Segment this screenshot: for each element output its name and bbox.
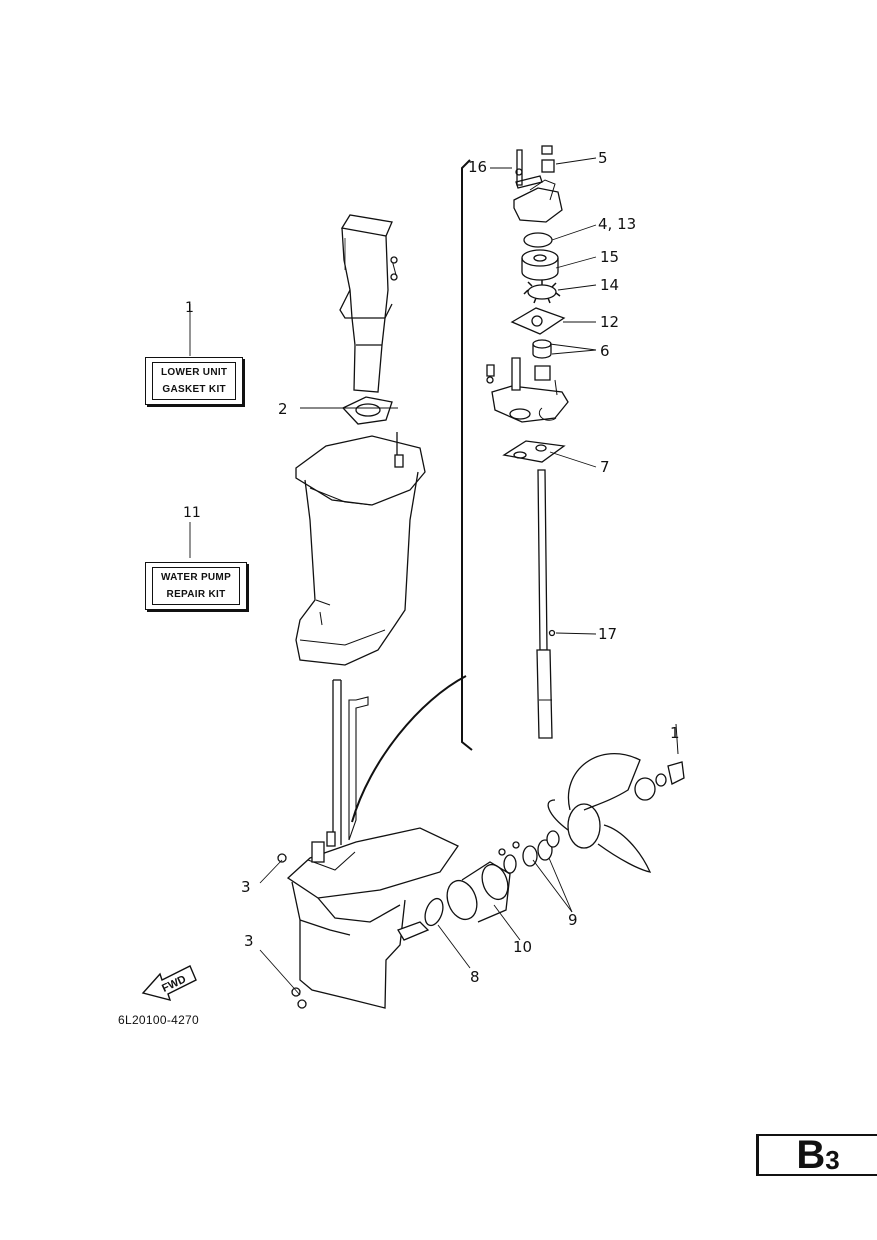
- oring-drawing: [523, 232, 553, 248]
- oil-seal-drawing: [532, 339, 552, 381]
- kit-number-11: 11: [183, 505, 201, 521]
- pump-base-drawing: [486, 357, 569, 423]
- callout-12: 12: [600, 313, 619, 331]
- page-badge-number: 3: [825, 1145, 840, 1175]
- callout-4-13: 4, 13: [598, 215, 636, 233]
- page-badge-letter: B: [796, 1133, 826, 1177]
- leader-lines: [189, 157, 597, 996]
- gasket-7-drawing: [502, 440, 566, 463]
- callout-2: 2: [278, 400, 288, 418]
- part-code: 6L20100-4270: [118, 1013, 200, 1027]
- callout-1: 1: [670, 724, 680, 742]
- callout-3-lower: 3: [244, 932, 254, 950]
- callout-17: 17: [598, 625, 617, 643]
- pump-housing-drawing: [513, 145, 563, 223]
- callout-6: 6: [600, 342, 610, 360]
- page-badge: B 3: [756, 1134, 877, 1176]
- exhaust-tube-drawing: [339, 214, 398, 393]
- water-tube-drawing: [332, 679, 369, 845]
- oring-8-drawing: [424, 897, 444, 927]
- lower-unit-gasket-kit-box: LOWER UNIT GASKET KIT: [145, 357, 244, 405]
- gear-case-drawing: [277, 827, 459, 1009]
- callout-14: 14: [600, 276, 619, 294]
- callout-3-upper: 3: [241, 878, 251, 896]
- insert-cartridge-drawing: [521, 249, 559, 281]
- callout-labels: 16 5 4, 13 15 14 12 6 2 7 17 1 3 3 9 10 …: [241, 149, 680, 986]
- drive-shaft-drawing: [536, 469, 556, 739]
- kit-line-1: LOWER UNIT: [161, 367, 228, 378]
- water-pump-repair-kit-box: WATER PUMP REPAIR KIT: [145, 562, 248, 610]
- leader-arc: [351, 675, 467, 823]
- callout-10: 10: [513, 938, 532, 956]
- upper-casing-drawing: [295, 432, 426, 666]
- outer-plate-drawing: [510, 307, 566, 335]
- callout-5: 5: [598, 149, 608, 167]
- callout-7: 7: [600, 458, 610, 476]
- kit-line-2: REPAIR KIT: [166, 589, 226, 600]
- fwd-arrow: FWD: [141, 965, 197, 1002]
- callout-9: 9: [568, 911, 578, 929]
- kit-line-2: GASKET KIT: [162, 384, 226, 395]
- callout-15: 15: [600, 248, 619, 266]
- group-bracket: [461, 159, 473, 751]
- impeller-drawing: [523, 280, 561, 304]
- callout-16: 16: [468, 158, 487, 176]
- propeller-drawing: [547, 723, 685, 873]
- prop-shaft-housing-drawing: [446, 848, 511, 923]
- gasket-2-drawing: [341, 396, 393, 425]
- callout-8: 8: [470, 968, 480, 986]
- bearing-drawing: [503, 830, 560, 874]
- kit-number-1: 1: [185, 300, 194, 316]
- kit-line-1: WATER PUMP: [161, 572, 232, 583]
